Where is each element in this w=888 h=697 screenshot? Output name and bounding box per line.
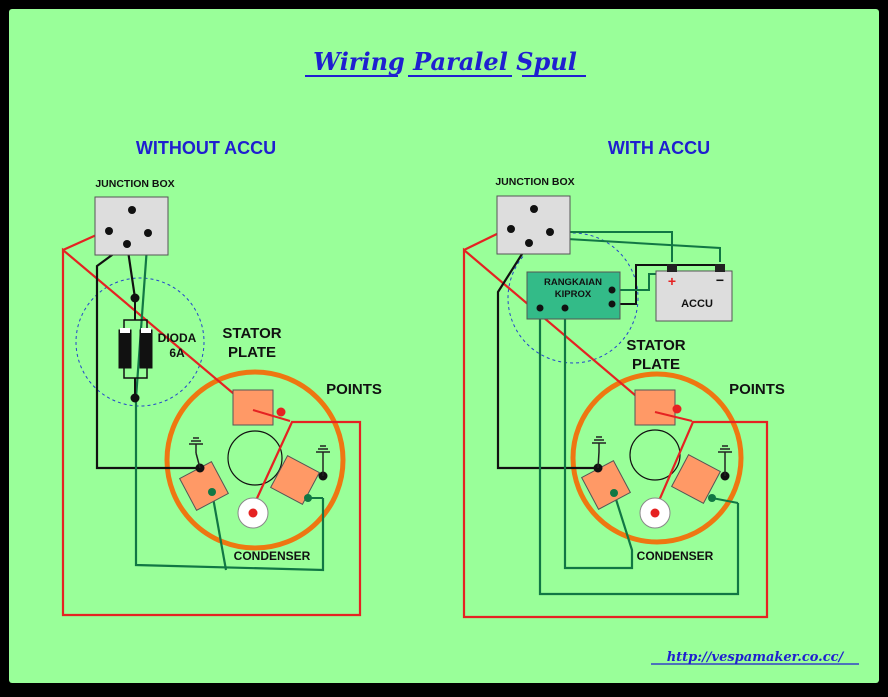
points-terminal xyxy=(276,407,286,417)
red-wire xyxy=(654,411,693,422)
points-contact xyxy=(232,389,274,426)
coil-terminal xyxy=(610,489,618,497)
green-wire xyxy=(550,231,673,262)
diode-label: DIODA xyxy=(158,331,197,345)
kiprox-label: KIPROX xyxy=(555,289,592,300)
heading-with-accu: WITH ACCU xyxy=(608,138,710,158)
diode-left-band xyxy=(120,328,130,333)
stator-label: PLATE xyxy=(228,344,276,361)
accu-negative-post xyxy=(715,264,725,272)
diode-right-band xyxy=(141,328,151,333)
stator-plate-ring xyxy=(570,371,744,545)
diode-highlight-circle xyxy=(75,277,205,407)
accu-positive-post xyxy=(667,264,677,272)
diode-terminal xyxy=(130,393,140,403)
points-contact xyxy=(634,389,676,426)
coil-right xyxy=(670,453,722,505)
junction-box xyxy=(496,195,571,255)
points-label: POINTS xyxy=(729,381,785,398)
green-wire xyxy=(711,497,739,504)
junction-terminal xyxy=(507,225,515,233)
black-wire xyxy=(612,264,720,305)
kiprox-label: RANGKAIAN xyxy=(544,277,602,288)
diode-left xyxy=(118,329,132,369)
kiprox-terminal xyxy=(608,286,616,294)
points-terminal xyxy=(672,404,682,414)
green-wire xyxy=(549,237,721,262)
source-url-link[interactable]: http://vespamaker.co.cc/ xyxy=(667,650,845,665)
condenser-label: CONDENSER xyxy=(234,549,311,563)
diode-terminal xyxy=(130,293,140,303)
kiprox-highlight-circle xyxy=(507,232,639,364)
points-label: POINTS xyxy=(326,381,382,398)
junction-box-label: JUNCTION BOX xyxy=(95,178,174,190)
stator-label: STATOR xyxy=(222,325,281,342)
diode-right xyxy=(139,329,153,369)
kiprox-module xyxy=(526,271,621,320)
stator-center-hole xyxy=(227,430,283,486)
stator-center-hole xyxy=(629,429,681,481)
accu-label: ACCU xyxy=(681,298,713,310)
junction-terminal xyxy=(546,228,554,236)
green-wire xyxy=(538,308,740,596)
junction-box-label: JUNCTION BOX xyxy=(495,176,574,188)
kiprox-terminal xyxy=(561,304,569,312)
stator-label: STATOR xyxy=(626,337,685,354)
red-wire xyxy=(252,409,291,422)
coil-terminal xyxy=(208,488,216,496)
diagram-with-accu: WITH ACCU JUNCTION BOX RANGKAIAN KIPROX xyxy=(462,138,785,619)
diagram-without-accu: WITHOUT ACCU JUNCTION BOX DIODA 6 xyxy=(61,138,382,617)
accu-plus-sign: + xyxy=(668,273,676,289)
junction-box xyxy=(94,196,169,256)
stator-label: PLATE xyxy=(632,356,680,373)
page-title: Wiring Paralel Spul xyxy=(313,47,577,76)
junction-terminal xyxy=(105,227,113,235)
black-wire xyxy=(496,242,598,470)
green-wire xyxy=(563,308,634,570)
junction-terminal xyxy=(123,240,131,248)
diode-label: 6A xyxy=(169,346,185,360)
condenser-terminal xyxy=(650,508,660,518)
condenser-terminal xyxy=(248,508,258,518)
accu-minus-sign: − xyxy=(716,272,724,288)
ground-lead xyxy=(597,451,600,469)
junction-terminal xyxy=(144,229,152,237)
accu-battery xyxy=(655,270,733,322)
coil-right xyxy=(269,454,321,506)
heading-without-accu: WITHOUT ACCU xyxy=(136,138,276,158)
ground-lead xyxy=(195,452,201,469)
green-wire xyxy=(210,491,228,571)
junction-terminal xyxy=(128,206,136,214)
condenser-label: CONDENSER xyxy=(637,549,714,563)
junction-terminal xyxy=(525,239,533,247)
kiprox-terminal xyxy=(608,300,616,308)
stator-plate-ring xyxy=(164,369,346,551)
kiprox-terminal xyxy=(536,304,544,312)
coil-left xyxy=(178,460,230,512)
junction-terminal xyxy=(530,205,538,213)
